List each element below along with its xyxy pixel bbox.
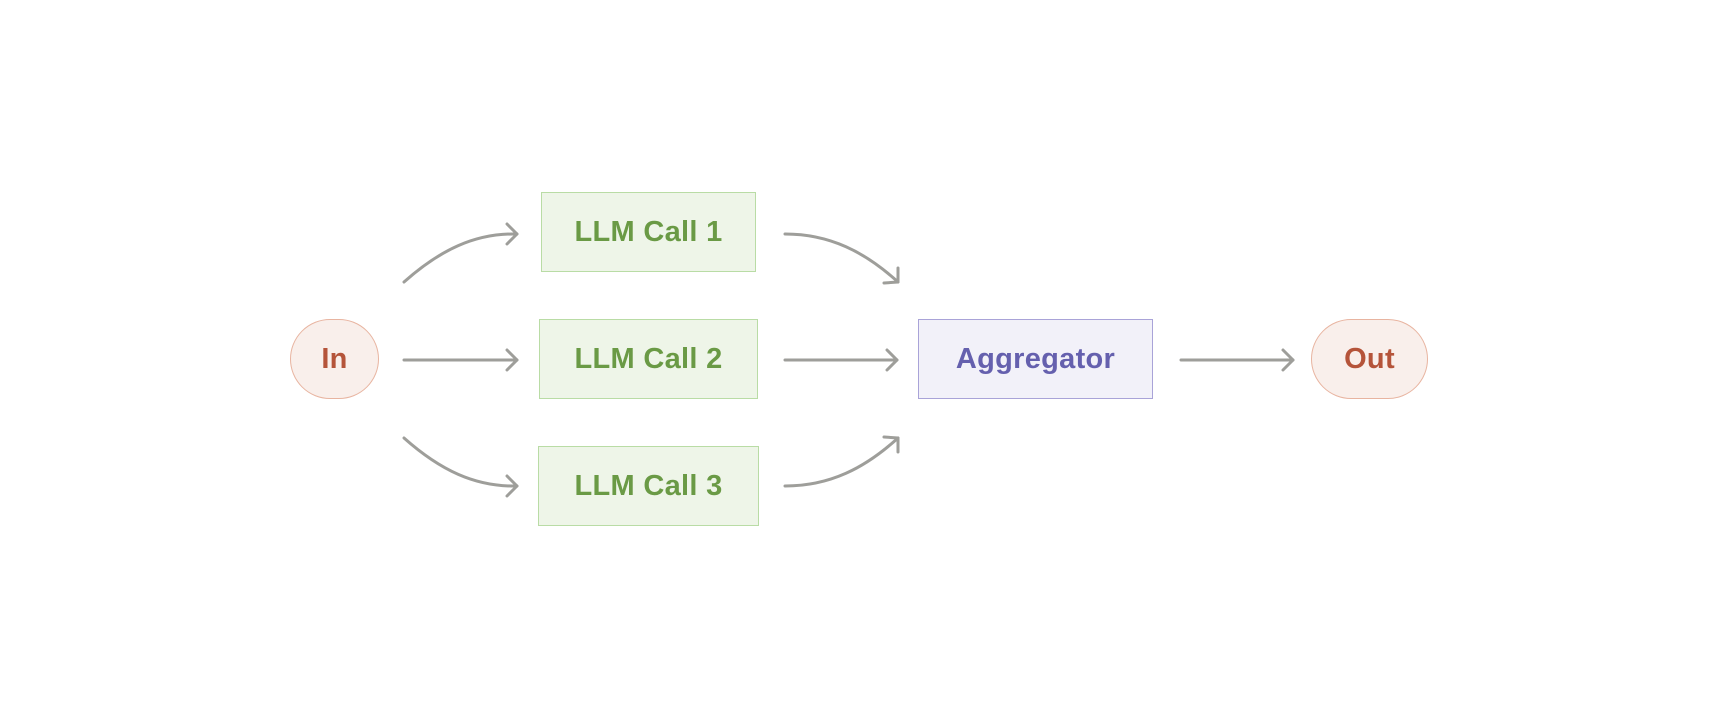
input-node: In: [290, 319, 379, 399]
aggregator-node: Aggregator: [918, 319, 1153, 399]
arrow-in-to-llm-call-3: [402, 436, 519, 498]
llm-call-3-label: LLM Call 3: [574, 469, 723, 502]
output-node: Out: [1311, 319, 1428, 399]
arrow-in-to-llm-call-2: [402, 348, 519, 372]
arrow-llm-call-2-to-aggregator: [783, 348, 899, 372]
llm-call-2-label: LLM Call 2: [574, 342, 723, 375]
arrow-llm-call-3-to-aggregator: [783, 435, 900, 488]
aggregator-label: Aggregator: [955, 342, 1116, 375]
arrow-aggregator-to-out: [1179, 348, 1295, 372]
llm-call-1-label: LLM Call 1: [574, 215, 723, 248]
llm-call-1-node: LLM Call 1: [541, 192, 756, 272]
input-node-label: In: [321, 342, 348, 375]
arrow-llm-call-1-to-aggregator: [783, 232, 900, 285]
output-node-label: Out: [1344, 342, 1395, 375]
llm-call-2-node: LLM Call 2: [539, 319, 758, 399]
llm-call-3-node: LLM Call 3: [538, 446, 759, 526]
arrow-in-to-llm-call-1: [402, 222, 519, 284]
